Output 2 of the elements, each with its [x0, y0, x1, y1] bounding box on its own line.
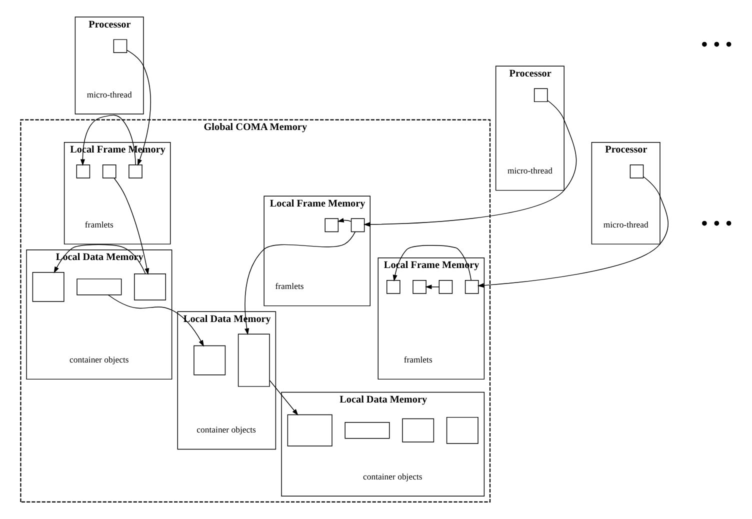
label: • • •	[700, 213, 732, 236]
label: • • •	[700, 34, 732, 56]
